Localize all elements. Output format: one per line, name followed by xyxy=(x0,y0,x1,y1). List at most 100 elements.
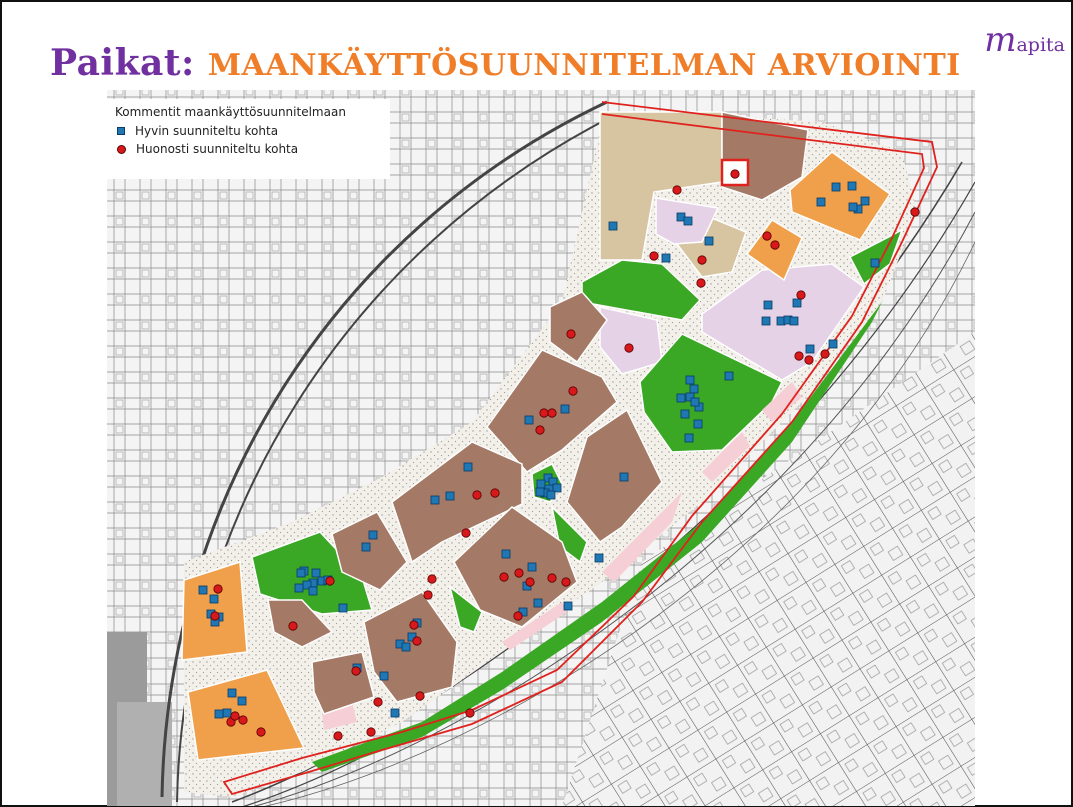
good-comment-marker[interactable] xyxy=(401,642,411,652)
bad-comment-marker[interactable] xyxy=(465,708,475,718)
good-comment-marker[interactable] xyxy=(560,404,570,414)
good-comment-marker[interactable] xyxy=(430,495,440,505)
bad-comment-marker[interactable] xyxy=(624,343,634,353)
bad-comment-marker[interactable] xyxy=(427,574,437,584)
bad-comment-marker[interactable] xyxy=(566,329,576,339)
good-comment-marker[interactable] xyxy=(594,553,604,563)
bad-comment-marker[interactable] xyxy=(333,731,343,741)
bad-comment-marker[interactable] xyxy=(351,666,361,676)
bad-comment-marker[interactable] xyxy=(697,255,707,265)
good-comment-marker[interactable] xyxy=(792,298,802,308)
bad-comment-marker[interactable] xyxy=(672,185,682,195)
good-comment-marker[interactable] xyxy=(379,671,389,681)
bad-comment-marker[interactable] xyxy=(461,528,471,538)
good-comment-marker[interactable] xyxy=(308,586,318,596)
good-comment-marker[interactable] xyxy=(831,182,841,192)
bad-comment-marker[interactable] xyxy=(213,584,223,594)
good-comment-marker[interactable] xyxy=(214,709,224,719)
bad-comment-marker[interactable] xyxy=(561,577,571,587)
bad-comment-marker[interactable] xyxy=(230,711,240,721)
bad-comment-marker[interactable] xyxy=(472,490,482,500)
good-comment-marker[interactable] xyxy=(198,585,208,595)
good-comment-marker[interactable] xyxy=(533,598,543,608)
bad-comment-marker[interactable] xyxy=(762,231,772,241)
good-comment-marker[interactable] xyxy=(237,696,247,706)
bad-comment-marker[interactable] xyxy=(490,488,500,498)
good-comment-marker[interactable] xyxy=(463,462,473,472)
bad-comment-marker[interactable] xyxy=(325,576,335,586)
good-comment-marker[interactable] xyxy=(684,433,694,443)
good-comment-marker[interactable] xyxy=(536,479,546,489)
good-comment-marker[interactable] xyxy=(527,562,537,572)
good-comment-marker[interactable] xyxy=(680,409,690,419)
good-comment-marker[interactable] xyxy=(535,487,545,497)
good-comment-marker[interactable] xyxy=(847,181,857,191)
bad-comment-marker[interactable] xyxy=(539,408,549,418)
good-comment-marker[interactable] xyxy=(685,392,695,402)
good-comment-marker[interactable] xyxy=(805,344,815,354)
bad-comment-marker[interactable] xyxy=(770,240,780,250)
bad-comment-marker[interactable] xyxy=(525,577,535,587)
good-comment-marker[interactable] xyxy=(368,530,378,540)
bad-comment-marker[interactable] xyxy=(547,408,557,418)
good-comment-marker[interactable] xyxy=(683,216,693,226)
bad-comment-marker[interactable] xyxy=(423,590,433,600)
good-comment-marker[interactable] xyxy=(848,202,858,212)
good-comment-marker[interactable] xyxy=(390,708,400,718)
good-comment-marker[interactable] xyxy=(704,236,714,246)
good-comment-marker[interactable] xyxy=(563,601,573,611)
good-comment-marker[interactable] xyxy=(501,549,511,559)
good-comment-marker[interactable] xyxy=(693,419,703,429)
good-comment-marker[interactable] xyxy=(661,253,671,263)
bad-comment-marker[interactable] xyxy=(649,251,659,261)
bad-comment-marker[interactable] xyxy=(547,573,557,583)
good-comment-marker[interactable] xyxy=(685,375,695,385)
good-comment-marker[interactable] xyxy=(294,583,304,593)
good-comment-marker[interactable] xyxy=(361,542,371,552)
bad-comment-marker[interactable] xyxy=(696,278,706,288)
bad-comment-marker[interactable] xyxy=(210,611,220,621)
bad-comment-marker[interactable] xyxy=(415,691,425,701)
good-comment-marker[interactable] xyxy=(546,490,556,500)
good-comment-marker[interactable] xyxy=(619,472,629,482)
good-comment-marker[interactable] xyxy=(763,300,773,310)
bad-comment-marker[interactable] xyxy=(238,715,248,725)
good-comment-marker[interactable] xyxy=(445,491,455,501)
good-comment-marker[interactable] xyxy=(296,568,306,578)
good-comment-marker[interactable] xyxy=(676,393,686,403)
bad-comment-marker[interactable] xyxy=(366,727,376,737)
good-comment-marker[interactable] xyxy=(222,708,232,718)
bad-comment-marker[interactable] xyxy=(730,169,740,179)
good-comment-marker[interactable] xyxy=(227,688,237,698)
good-comment-marker[interactable] xyxy=(552,483,562,493)
good-comment-marker[interactable] xyxy=(870,258,880,268)
bad-comment-marker[interactable] xyxy=(288,621,298,631)
bad-comment-marker[interactable] xyxy=(568,386,578,396)
bad-comment-marker[interactable] xyxy=(513,611,523,621)
bad-comment-marker[interactable] xyxy=(499,572,509,582)
good-comment-marker[interactable] xyxy=(816,197,826,207)
bad-comment-marker[interactable] xyxy=(820,349,830,359)
bad-comment-marker[interactable] xyxy=(910,207,920,217)
good-comment-marker[interactable] xyxy=(789,316,799,326)
good-comment-marker[interactable] xyxy=(608,221,618,231)
bad-comment-marker[interactable] xyxy=(256,727,266,737)
good-comment-marker[interactable] xyxy=(828,339,838,349)
bad-comment-marker[interactable] xyxy=(535,425,545,435)
good-comment-marker[interactable] xyxy=(209,594,219,604)
bad-comment-marker[interactable] xyxy=(412,636,422,646)
bad-comment-marker[interactable] xyxy=(409,620,419,630)
good-comment-marker[interactable] xyxy=(724,371,734,381)
good-comment-marker[interactable] xyxy=(860,196,870,206)
good-comment-marker[interactable] xyxy=(311,568,321,578)
bad-comment-marker[interactable] xyxy=(796,290,806,300)
good-comment-marker[interactable] xyxy=(689,384,699,394)
bad-comment-marker[interactable] xyxy=(514,568,524,578)
good-comment-marker[interactable] xyxy=(524,415,534,425)
good-comment-marker[interactable] xyxy=(338,603,348,613)
bad-comment-marker[interactable] xyxy=(804,355,814,365)
bad-comment-marker[interactable] xyxy=(794,351,804,361)
good-comment-marker[interactable] xyxy=(761,316,771,326)
good-comment-marker[interactable] xyxy=(690,397,700,407)
bad-comment-marker[interactable] xyxy=(373,697,383,707)
